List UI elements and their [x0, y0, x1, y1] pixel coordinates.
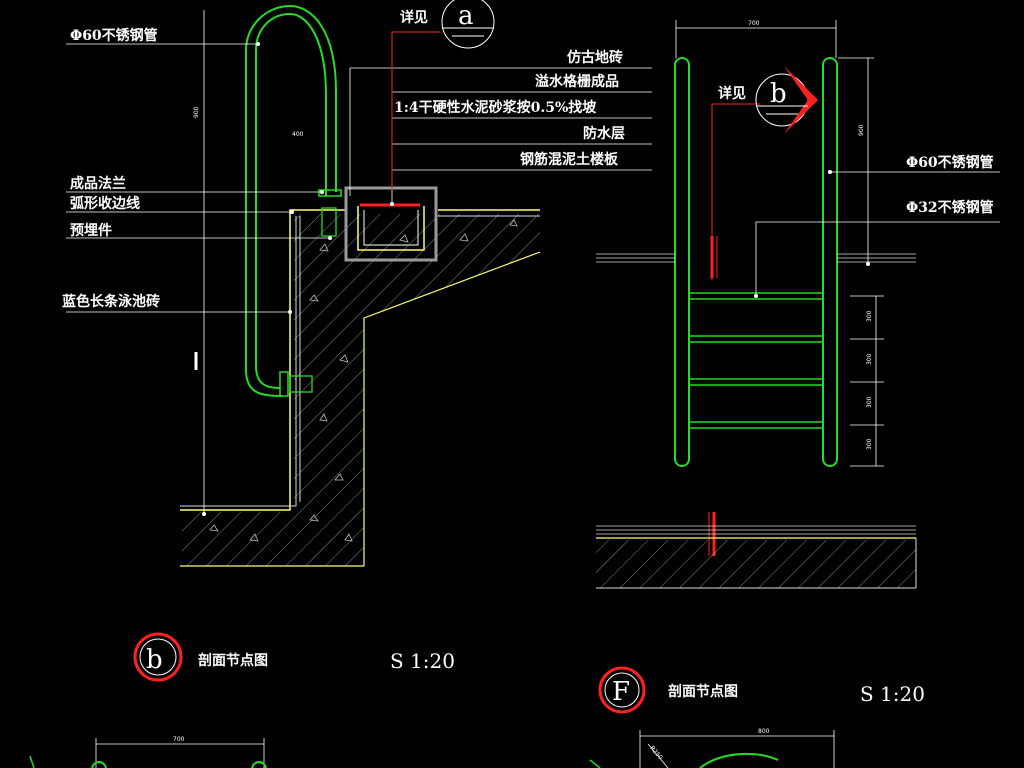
label-handrail-pipe: Φ60不锈钢管 [70, 27, 158, 44]
label-overflow-grate: 溢水格栅成品 [535, 73, 619, 90]
title-block-left: b 剖面节点图 S 1:20 [133, 632, 455, 682]
title-left-scale: S 1:20 [390, 649, 455, 673]
title-block-right: F 剖面节点图 S 1:20 [598, 666, 925, 714]
overflow-channel [357, 206, 425, 251]
flange-bottom [279, 371, 289, 397]
label-waterproof: 防水层 [583, 125, 625, 142]
flange-top [318, 189, 342, 197]
step-dim-4: 300 [866, 438, 873, 450]
label-embedded-part: 预埋件 [70, 222, 112, 239]
dim-label-400: 400 [292, 131, 304, 138]
step-dim-ticks [850, 295, 884, 467]
side-dim-label: 900 [858, 124, 865, 136]
concrete-fill [182, 214, 540, 566]
overflow-channel-inner [363, 210, 419, 246]
right-leader-dots [754, 170, 870, 298]
concrete-aggregate [209, 219, 518, 542]
step-dim-2: 300 [866, 353, 873, 365]
label-pipe60: Φ60不锈钢管 [906, 154, 994, 171]
left-section-detail: 900 400 [62, 0, 652, 567]
callout-a-tag: a [458, 1, 474, 31]
label-mortar: 1:4干硬性水泥砂浆按0.5%找坡 [394, 99, 597, 116]
label-floor-tile: 仿古地砖 [567, 49, 623, 66]
deck-lines [596, 253, 916, 263]
callout-b-prefix: 详见 [718, 85, 746, 102]
slab-underside [363, 251, 541, 566]
ladder-rungs [689, 292, 823, 429]
label-slab: 钢筋混泥土楼板 [520, 151, 619, 168]
callout-b-tag: b [770, 79, 787, 109]
right-leaders [755, 171, 1000, 296]
embedded-part-top [321, 207, 337, 237]
dim-label-900: 900 [193, 106, 200, 118]
title-left-tag: b [146, 645, 163, 675]
handrail-pipe [255, 12, 327, 389]
step-dim-3: 300 [866, 396, 873, 408]
handrail-pipe-inner [245, 4, 337, 397]
title-right-tag: F [612, 677, 630, 707]
embedded-part-bottom [289, 375, 313, 393]
bottom-partial-drawings: 700 800 R250 [29, 728, 835, 768]
pool-wall-outline-2 [180, 209, 345, 511]
left-leaders [66, 43, 652, 313]
left-leader-dots [202, 42, 394, 516]
bottom-dim-800: 800 [758, 728, 770, 735]
label-pool-tile: 蓝色长条泳池砖 [62, 293, 160, 310]
pool-wall-inner [180, 216, 297, 507]
top-dim-label: 700 [748, 20, 760, 27]
callout-a-prefix: 详见 [400, 9, 428, 26]
right-ladder-elevation: 700 900 [596, 20, 1000, 589]
overflow-channel-box [344, 186, 438, 262]
callout-b: 详见 b [710, 66, 818, 280]
label-edge-trim: 弧形收边线 [70, 195, 140, 212]
bottom-dim-700: 700 [173, 736, 185, 743]
lower-slab [596, 512, 917, 589]
callout-a: 详见 a [391, 0, 495, 190]
title-right-text: 剖面节点图 [668, 683, 738, 700]
step-dim-1: 300 [866, 310, 873, 322]
label-pipe32: Φ32不锈钢管 [906, 199, 994, 216]
title-right-scale: S 1:20 [860, 682, 925, 706]
title-left-text: 剖面节点图 [198, 652, 268, 669]
label-flange: 成品法兰 [70, 175, 126, 192]
